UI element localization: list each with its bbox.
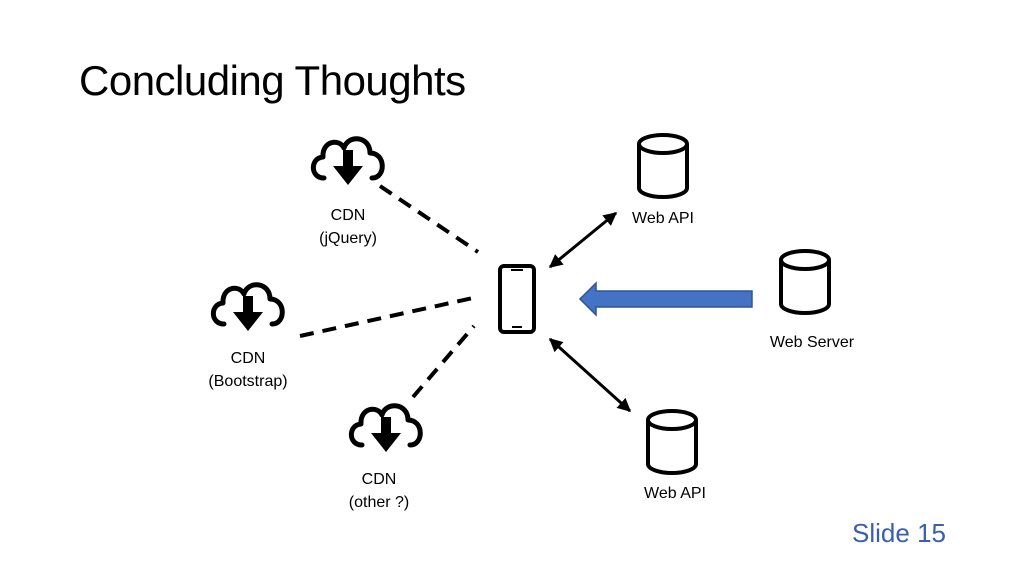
cdn-jquery-label-line2: (jQuery) xyxy=(319,230,377,247)
connector-cdn-jquery xyxy=(378,184,480,254)
database-icon xyxy=(646,409,698,475)
connector-cdn-bootstrap xyxy=(299,296,474,338)
cloud-download-icon xyxy=(313,139,382,185)
web-server-label: Web Server xyxy=(769,334,855,351)
database-icon xyxy=(637,133,689,199)
cdn-bootstrap-label-line2: (Bootstrap) xyxy=(208,373,288,390)
cdn-jquery-label: CDN (jQuery) xyxy=(308,204,388,250)
connector-web-api-bottom xyxy=(548,337,632,413)
cloud-download-icon xyxy=(351,406,420,452)
slide-number: Slide 15 xyxy=(852,518,946,548)
cdn-bootstrap-label-line1: CDN xyxy=(230,350,266,367)
slide-title: Concluding Thoughts xyxy=(79,57,466,104)
connector-cdn-other xyxy=(411,324,476,399)
cdn-bootstrap-label: CDN (Bootstrap) xyxy=(188,347,308,393)
cloud-download-icon xyxy=(213,285,282,331)
database-icon xyxy=(779,249,831,315)
web-api-bottom-label: Web API xyxy=(644,485,706,502)
smartphone-icon xyxy=(498,264,536,334)
web-server-arrow xyxy=(578,281,753,317)
web-api-top-label: Web API xyxy=(632,210,694,227)
cdn-jquery-label-line1: CDN xyxy=(330,207,366,224)
cdn-other-label: CDN (other ?) xyxy=(334,468,424,514)
connector-web-api-top xyxy=(548,211,618,269)
cdn-other-label-line2: (other ?) xyxy=(348,494,410,511)
cdn-other-label-line1: CDN xyxy=(361,471,397,488)
